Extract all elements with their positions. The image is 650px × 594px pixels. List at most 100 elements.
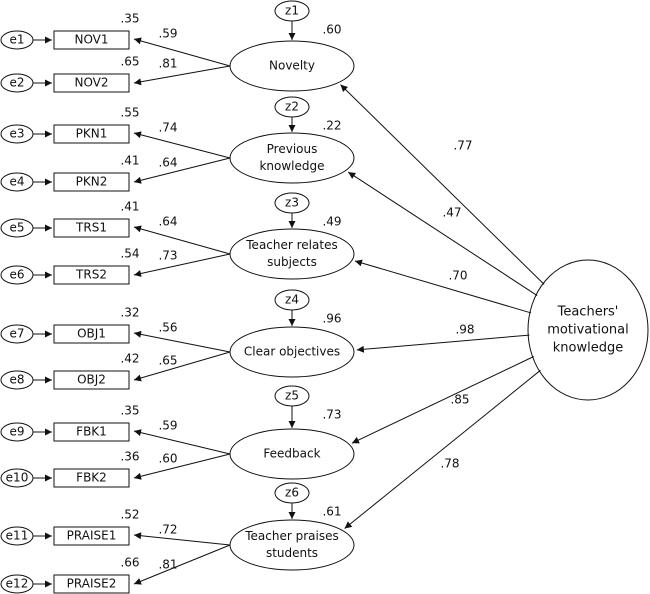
indicator-box (53, 574, 130, 594)
indicator-label: TRS1 (75, 221, 107, 235)
error-label: e5 (9, 221, 24, 235)
factor-label: Previous (267, 142, 318, 156)
indicator-box (53, 526, 130, 546)
indicator-label: TRS2 (75, 268, 107, 282)
indicator-label: OBJ2 (77, 373, 106, 387)
disturbance-label: z5 (285, 389, 299, 403)
loading-arrow (133, 532, 231, 546)
loading-arrow (133, 225, 231, 255)
factor-r-squared: .49 (322, 215, 341, 229)
structural-path-coefficient: .78 (440, 457, 459, 471)
factor-loading: .73 (158, 249, 177, 263)
factor-loading: .64 (158, 156, 177, 170)
indicator-r-squared: .42 (120, 352, 139, 366)
disturbance-label: z2 (285, 100, 299, 114)
indicator-label: OBJ1 (77, 327, 106, 341)
loading-arrow (133, 429, 231, 455)
error-label: e11 (6, 529, 29, 543)
indicator-box (53, 218, 130, 238)
indicator-label: NOV1 (74, 33, 108, 47)
factor-label: Teacher relates (245, 238, 337, 252)
indicator-r-squared: .55 (120, 106, 139, 120)
factor-label: subjects (267, 255, 317, 269)
error-label: e1 (9, 33, 24, 47)
error-label: e10 (6, 471, 29, 485)
indicator-box (53, 30, 130, 50)
factor-label: students (266, 546, 318, 560)
factor-r-squared: .61 (322, 505, 341, 519)
structural-path-arrow (344, 369, 541, 529)
disturbance-label: z4 (285, 293, 299, 307)
indicator-r-squared: .41 (120, 200, 139, 214)
indicator-label: PKN2 (76, 175, 108, 189)
loading-arrow (133, 544, 231, 585)
indicator-box (53, 468, 130, 488)
error-label: e6 (9, 268, 24, 282)
error-label: e3 (9, 127, 24, 141)
factor-loading: .74 (158, 121, 177, 135)
indicator-label: PKN1 (76, 127, 108, 141)
higher-factor-label: motivational (547, 323, 628, 338)
indicator-box (53, 324, 130, 344)
factor-ellipse (229, 132, 355, 184)
indicator-r-squared: .36 (120, 450, 139, 464)
structural-path-arrow (340, 84, 545, 285)
structural-path-arrow (351, 356, 534, 444)
indicator-box (53, 124, 130, 144)
error-label: e7 (9, 327, 24, 341)
factor-r-squared: .73 (322, 408, 341, 422)
factor-ellipse (229, 228, 355, 280)
structural-path-arrow (354, 259, 532, 314)
indicator-r-squared: .35 (120, 404, 139, 418)
indicator-box (53, 73, 130, 93)
higher-factor-ellipse (527, 259, 649, 401)
indicator-label: NOV2 (74, 76, 108, 90)
indicator-box (53, 172, 130, 192)
structural-path-coefficient: .98 (455, 323, 474, 337)
factor-loading: .56 (158, 321, 177, 335)
structural-path-coefficient: .77 (453, 139, 472, 153)
loading-arrow (133, 131, 231, 159)
structural-path-arrow (356, 334, 530, 353)
indicator-r-squared: .35 (120, 12, 139, 26)
loading-arrow (133, 253, 231, 277)
loading-arrow (133, 37, 231, 67)
loading-arrow (133, 351, 231, 382)
indicator-r-squared: .65 (120, 55, 139, 69)
error-label: e12 (6, 577, 29, 591)
structural-path-coefficient: .47 (442, 206, 461, 220)
indicator-box (53, 370, 130, 390)
indicator-r-squared: .66 (120, 556, 139, 570)
error-label: e2 (9, 76, 24, 90)
loading-arrow (133, 65, 231, 86)
indicator-box (53, 265, 130, 285)
indicator-label: FBK1 (76, 425, 107, 439)
indicator-r-squared: .41 (120, 154, 139, 168)
loading-arrow (133, 157, 231, 184)
indicator-r-squared: .32 (120, 306, 139, 320)
factor-loading: .59 (158, 419, 177, 433)
structural-path-coefficient: .70 (448, 269, 467, 283)
factor-label: Feedback (263, 447, 320, 461)
indicator-r-squared: .52 (120, 508, 139, 522)
factor-ellipse (229, 519, 355, 571)
factor-loading: .65 (158, 354, 177, 368)
disturbance-label: z6 (285, 486, 299, 500)
indicator-label: FBK2 (76, 471, 107, 485)
error-label: e4 (9, 175, 24, 189)
indicator-label: PRAISE1 (67, 529, 117, 543)
error-label: e9 (9, 425, 24, 439)
structural-path-arrow (347, 171, 538, 296)
disturbance-label: z3 (285, 196, 299, 210)
structural-path-coefficient: .85 (450, 393, 469, 407)
factor-label: Teacher praises (244, 529, 339, 543)
factor-loading: .72 (158, 523, 177, 537)
higher-factor-label: Teachers' (557, 305, 619, 320)
factor-r-squared: .22 (322, 119, 341, 133)
factor-label: Novelty (269, 59, 315, 73)
indicator-box (53, 422, 130, 442)
loading-arrow (133, 330, 231, 353)
factor-r-squared: .60 (322, 23, 341, 37)
factor-label: Clear objectives (244, 345, 340, 359)
error-label: e8 (9, 373, 24, 387)
